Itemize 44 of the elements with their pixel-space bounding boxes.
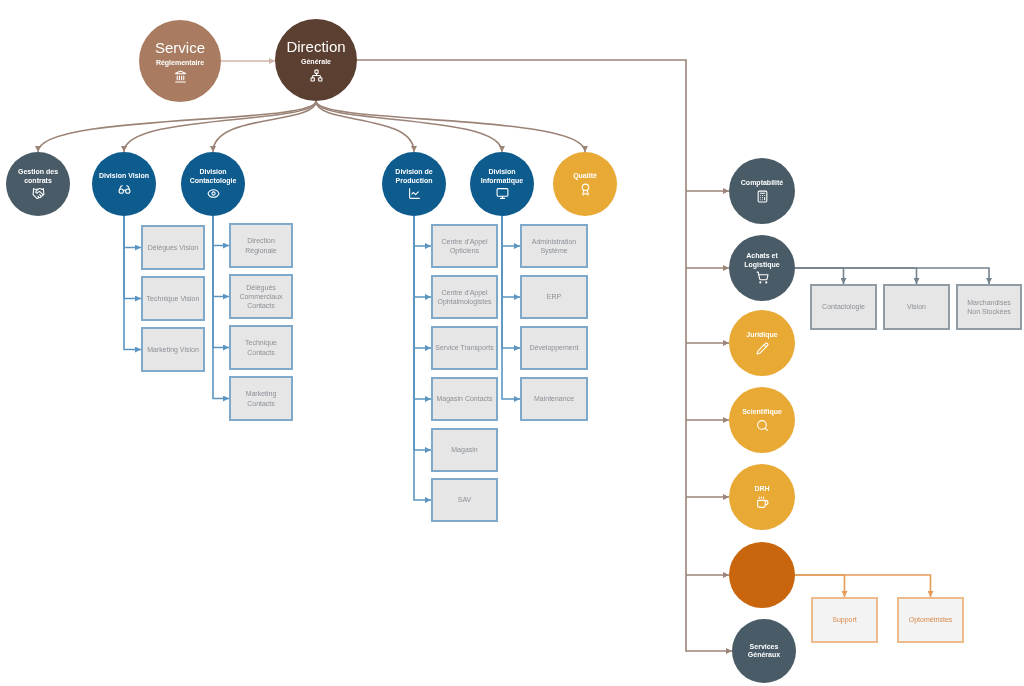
connector-line (356, 59, 687, 61)
node-label: Service (155, 39, 205, 58)
connector-line (685, 58, 687, 653)
connector-arrow (220, 58, 276, 64)
team-box (229, 376, 293, 421)
team-box (956, 284, 1022, 330)
team-box (141, 276, 205, 321)
connector-arrow (685, 572, 730, 578)
team-box (810, 284, 877, 330)
connector-arrow (212, 215, 230, 402)
team-box (520, 326, 588, 370)
connector-arrow (685, 188, 730, 194)
team-box (431, 326, 498, 370)
connector-arrow (501, 215, 521, 402)
connector-arrow (794, 574, 934, 598)
connector-arrow (685, 648, 733, 654)
connector-arrow (685, 494, 730, 500)
connector-arrow (211, 100, 317, 153)
team-box (520, 377, 588, 421)
team-box (229, 223, 293, 268)
team-box (229, 274, 293, 319)
connector-arrow (413, 215, 432, 503)
team-box (141, 225, 205, 270)
connector-arrow (315, 100, 586, 153)
team-box (883, 284, 950, 330)
connector-arrow (794, 267, 992, 285)
team-box (141, 327, 205, 372)
connector-arrow (685, 417, 730, 423)
team-box (431, 224, 498, 268)
connector-arrow (315, 100, 503, 153)
connector-arrow (685, 265, 730, 271)
node-label: Direction (286, 38, 346, 57)
team-box (811, 597, 878, 643)
team-box (229, 325, 293, 370)
connector-arrow (685, 340, 730, 346)
team-box (520, 224, 588, 268)
connector-arrow (123, 100, 317, 153)
team-box (431, 428, 498, 472)
team-box (520, 275, 588, 319)
team-box (431, 478, 498, 522)
team-box (431, 377, 498, 421)
team-box (431, 275, 498, 319)
team-box (897, 597, 964, 643)
connector-arrow (123, 215, 142, 353)
